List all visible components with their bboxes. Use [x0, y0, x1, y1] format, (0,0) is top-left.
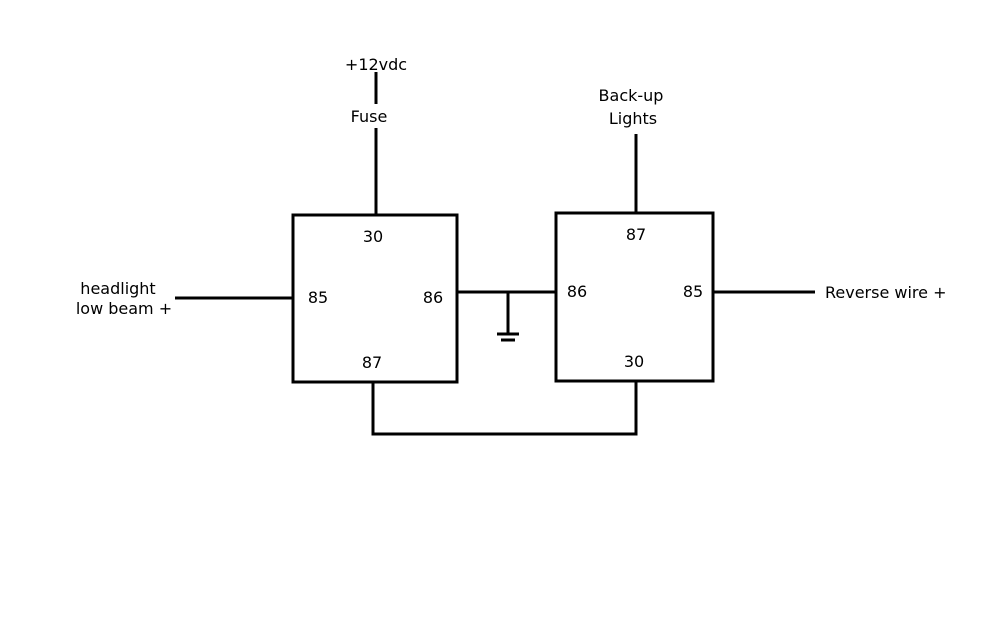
- relay-2-pin-85: 85: [683, 282, 703, 301]
- relay-1-body: [291, 213, 459, 384]
- relay-1-pin-30: 30: [363, 227, 383, 246]
- relay-2-pin-87: 87: [626, 225, 646, 244]
- backup-lights-label-line1: Back-up: [599, 86, 664, 105]
- relay-2-pin-30: 30: [624, 352, 644, 371]
- ground-icon: [497, 332, 519, 342]
- relay-1-pin-86: 86: [423, 288, 443, 307]
- headlight-label-line1: headlight: [80, 279, 155, 298]
- fuse-label: Fuse: [351, 107, 388, 126]
- relay-2-body: [554, 211, 715, 383]
- backup-lights-label-line2: Lights: [609, 109, 657, 128]
- relay-bottom-loop-wire: [371, 381, 638, 436]
- relay-1-pin-87: 87: [362, 353, 382, 372]
- relay-2-pin-86: 86: [567, 282, 587, 301]
- supply-label: +12vdc: [345, 55, 407, 74]
- relay-2: 87 86 85 30: [554, 211, 715, 383]
- headlight-label-line2: low beam +: [76, 299, 172, 318]
- relay-1-pin-85: 85: [308, 288, 328, 307]
- relay-1: 30 85 86 87: [291, 213, 459, 384]
- reverse-wire-label: Reverse wire +: [825, 283, 947, 302]
